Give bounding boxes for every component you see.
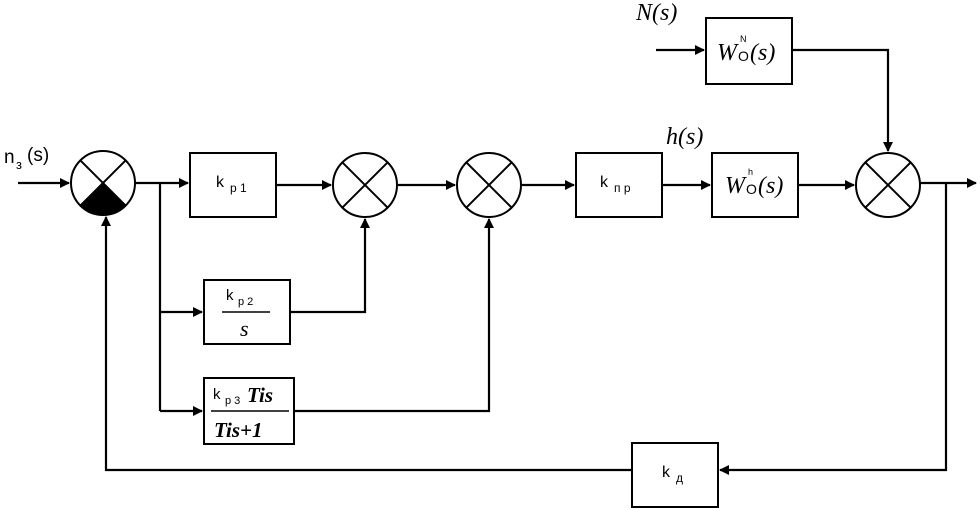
kpr-sub: п р: [614, 181, 631, 195]
kp2-den: s: [240, 316, 249, 341]
woh-arg: (s): [758, 173, 783, 199]
kd-sub: д: [676, 471, 683, 485]
summing-junction-2: [332, 152, 398, 218]
summing-junction-4: [855, 152, 921, 218]
woN-main: W: [717, 40, 739, 66]
kp2-num-sub: р 2: [238, 296, 253, 308]
woh-main: W: [725, 173, 747, 199]
line-woN-sum4: [792, 48, 893, 152]
line-kp3-sum3: [294, 218, 494, 413]
negative-sector: [80, 183, 126, 215]
kp3-den: Tis+1: [214, 418, 263, 442]
kp2-num-main: k: [226, 287, 234, 304]
kpr-main: k: [600, 174, 609, 191]
kp3-num-sub: р 3: [225, 395, 240, 407]
woN-arg: (s): [750, 40, 775, 66]
line-kd-sum1: [101, 216, 632, 472]
line-feedback-kd: [719, 183, 948, 475]
kp1-main: k: [216, 174, 225, 191]
kp3-num-tail: Tis: [247, 383, 273, 407]
block-kd: [631, 442, 719, 508]
disturbance-label: N(s): [635, 0, 677, 26]
input-label-arg: (s): [27, 145, 49, 166]
kp3-num-main: k: [213, 386, 221, 403]
input-label: n: [4, 147, 15, 168]
line-kp2-sum2: [290, 218, 370, 314]
block-woh: [711, 152, 799, 218]
kp1-sub: р 1: [230, 181, 247, 195]
summing-junction-1: [70, 150, 136, 216]
block-kpr: [575, 152, 663, 218]
kd-main: k: [662, 464, 671, 481]
h-label: h(s): [666, 124, 703, 150]
woh-sup: h: [748, 167, 753, 177]
summing-junction-3: [456, 152, 522, 218]
block-woN: [705, 17, 793, 85]
woh-sub: O: [746, 181, 757, 197]
woN-sub: O: [738, 48, 749, 64]
woN-sup: N: [740, 34, 747, 44]
input-label-sub: з: [16, 157, 22, 172]
